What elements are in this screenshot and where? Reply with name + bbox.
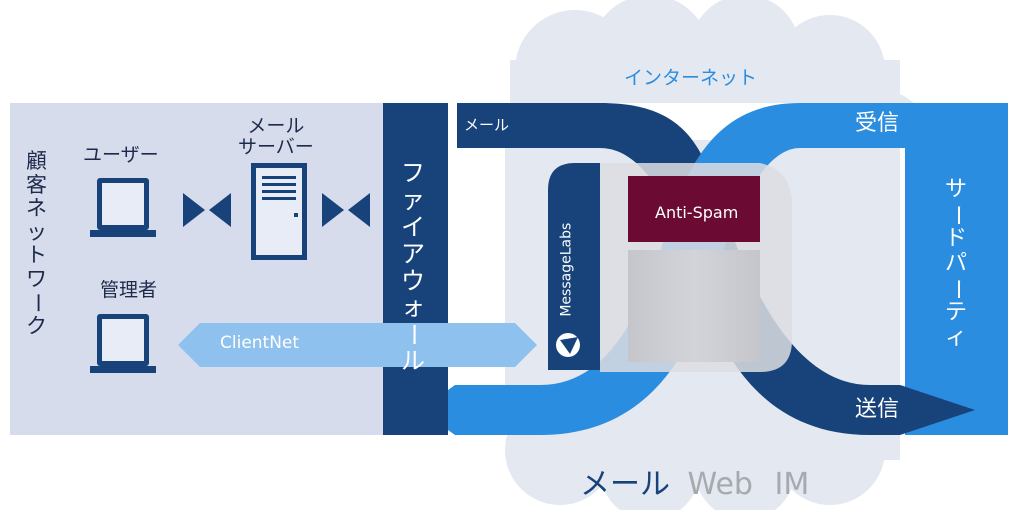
third-party-label-char: サ <box>945 177 968 202</box>
service-mail: メール <box>580 467 670 502</box>
anti-spam-module <box>628 176 760 242</box>
receive-label: 受信 <box>855 111 900 136</box>
service-web: Web <box>687 467 753 502</box>
services-label: メール Web IM <box>580 468 809 501</box>
firewall-label-char: ァ <box>401 185 425 214</box>
customer-network-label-char: ー <box>25 292 50 314</box>
connector-right-icon <box>322 193 370 227</box>
third-party-label-char: ー <box>944 203 970 226</box>
mail-tab-label: メール <box>464 116 510 134</box>
mail-server-icon <box>251 163 307 260</box>
customer-network-label: 顧客ネットワーク <box>25 149 50 338</box>
firewall-label-char: ウ <box>401 266 425 295</box>
messagelabs-tower <box>548 163 600 370</box>
third-party-label-char: テ <box>945 300 968 326</box>
internet-label: インターネット <box>624 67 758 89</box>
third-party-label-char: ィ <box>945 324 968 350</box>
cylinder-body <box>628 250 760 362</box>
firewall-label-char: ー <box>399 322 428 347</box>
mail-server-label-line2: サーバー <box>238 136 314 159</box>
third-party-label-char: ー <box>944 277 970 300</box>
mail-server-label-line1: メール <box>247 115 305 137</box>
admin-computer-icon <box>90 314 156 373</box>
third-party-panel <box>905 103 1008 435</box>
customer-network-label-char: 客 <box>26 172 47 197</box>
customer-network-label-char: ッ <box>26 219 47 244</box>
mail-server-label: メール サーバー <box>238 115 314 159</box>
firewall-label-char: ォ <box>401 293 425 322</box>
firewall-label: ファイアウォール <box>399 159 428 376</box>
messagelabs-label: MessageLabs <box>558 222 575 317</box>
clientnet-label: ClientNet <box>220 333 300 353</box>
customer-network-label-char: ト <box>26 243 47 268</box>
clientnet-arrow <box>178 323 537 367</box>
firewall-label-char: フ <box>401 159 425 187</box>
service-im: IM <box>774 467 810 502</box>
customer-network-label-char: ワ <box>26 266 47 291</box>
firewall-column <box>383 103 448 435</box>
third-party-label-char: ド <box>945 226 968 252</box>
firewall-label-char: ル <box>401 347 425 376</box>
firewall-label-char: ア <box>401 239 425 268</box>
connector-left-icon <box>183 193 231 227</box>
customer-network-panel <box>10 103 393 435</box>
customer-network-label-char: ク <box>26 313 47 338</box>
firewall-label-char: イ <box>401 212 425 241</box>
third-party-label: サードパーティ <box>944 177 970 350</box>
third-party-label-char: パ <box>945 250 968 276</box>
user-label: ユーザー <box>83 144 159 166</box>
send-label: 送信 <box>855 397 900 422</box>
user-computer-icon <box>90 178 156 237</box>
admin-label: 管理者 <box>100 279 158 301</box>
anti-spam-label: Anti-Spam <box>655 203 739 222</box>
customer-network-label-char: 顧 <box>26 149 47 173</box>
customer-network-label-char: ネ <box>26 196 47 221</box>
